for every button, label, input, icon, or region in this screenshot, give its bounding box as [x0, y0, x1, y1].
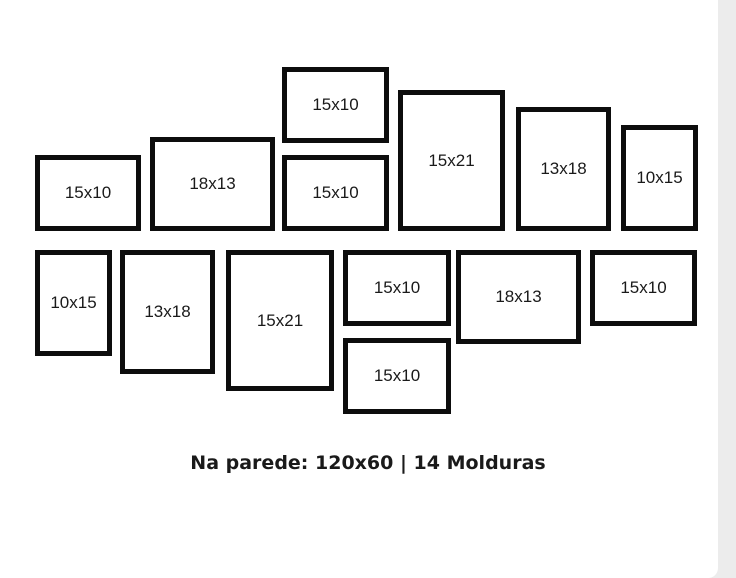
frame-bottom-5: 18x13 — [456, 250, 581, 344]
gallery-wall-card: 15x10 18x13 15x10 15x10 15x21 13x18 10x1… — [0, 0, 718, 578]
frame-label: 15x10 — [64, 183, 112, 202]
frame-label: 15x10 — [312, 95, 359, 114]
frame-top-3a: 15x10 — [282, 67, 389, 143]
frame-bottom-4b: 15x10 — [343, 338, 451, 414]
frame-label: 10x15 — [50, 293, 97, 312]
frame-label: 15x10 — [373, 366, 421, 385]
frame-bottom-2: 13x18 — [120, 250, 215, 374]
frame-label: 15x10 — [312, 183, 359, 202]
frame-top-4: 15x21 — [398, 90, 505, 231]
frame-label: 15x21 — [428, 150, 475, 170]
frame-label: 15x10 — [373, 278, 421, 297]
frame-label: 18x13 — [495, 287, 542, 306]
frame-label: 13x18 — [540, 159, 587, 178]
frame-top-2: 18x13 — [150, 137, 275, 231]
frame-label: 13x18 — [144, 302, 191, 321]
frame-label: 15x10 — [620, 278, 667, 297]
frame-label: 18x13 — [189, 174, 236, 193]
frame-bottom-4a: 15x10 — [343, 250, 451, 326]
frame-label: 10x15 — [636, 168, 683, 187]
frame-bottom-3: 15x21 — [226, 250, 334, 391]
frame-top-1: 15x10 — [35, 155, 141, 231]
frame-bottom-6: 15x10 — [590, 250, 697, 326]
frame-label: 15x21 — [256, 310, 304, 330]
frame-top-3b: 15x10 — [282, 155, 389, 231]
wall-size-caption: Na parede: 120x60 | 14 Molduras — [190, 452, 546, 474]
frame-top-6: 10x15 — [621, 125, 698, 231]
frame-bottom-1: 10x15 — [35, 250, 112, 356]
frame-top-5: 13x18 — [516, 107, 611, 231]
